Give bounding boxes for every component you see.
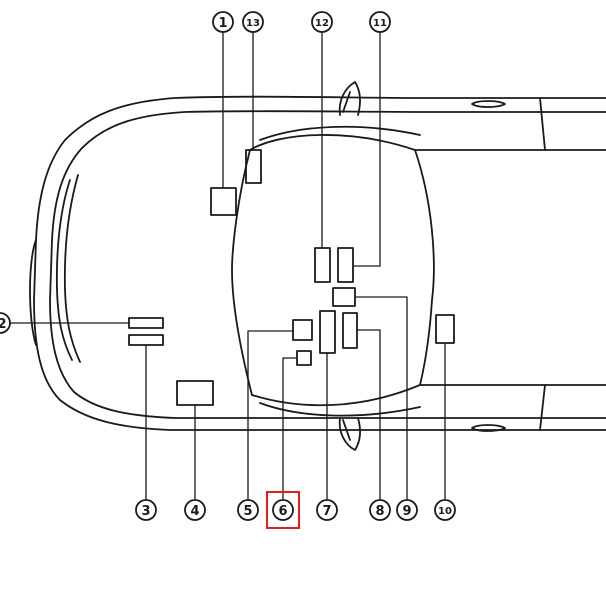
car-body-outline: [29, 95, 606, 431]
callout-11: 11: [369, 11, 391, 33]
svg-text:8: 8: [375, 504, 384, 519]
component-12: [314, 247, 331, 283]
callout-9: 9: [396, 499, 418, 521]
component-10: [435, 314, 455, 344]
callout-3: 3: [135, 499, 157, 521]
mirror-bottom: [338, 417, 362, 451]
svg-text:5: 5: [243, 504, 252, 519]
callout-4: 4: [184, 499, 206, 521]
callout-2: 2: [0, 312, 11, 334]
callout-1: 1: [212, 11, 234, 33]
svg-text:9: 9: [402, 504, 411, 519]
component-6: [296, 350, 312, 366]
component-2a: [128, 317, 164, 329]
svg-text:3: 3: [141, 504, 150, 519]
component-2b: [128, 334, 164, 346]
component-4: [176, 380, 214, 406]
component-11: [337, 247, 354, 283]
callout-8: 8: [369, 499, 391, 521]
svg-text:2: 2: [0, 317, 7, 332]
callout-10: 10: [434, 499, 456, 521]
component-1: [210, 187, 237, 216]
callout-13: 13: [242, 11, 264, 33]
callout-5: 5: [237, 499, 259, 521]
highlight-box: [266, 491, 300, 529]
svg-text:6: 6: [278, 504, 287, 519]
cabin-outline: [231, 97, 606, 432]
component-9: [332, 287, 356, 307]
svg-text:1: 1: [218, 16, 227, 31]
callout-12: 12: [311, 11, 333, 33]
mirror-top: [338, 81, 362, 116]
component-7: [319, 310, 336, 354]
callout-7: 7: [316, 499, 338, 521]
svg-text:13: 13: [246, 18, 260, 29]
leader-lines: [7, 32, 446, 500]
svg-text:11: 11: [373, 18, 387, 29]
svg-text:4: 4: [190, 504, 199, 519]
svg-text:10: 10: [438, 506, 452, 517]
svg-text:7: 7: [322, 504, 331, 519]
callout-6: 6: [266, 491, 300, 529]
component-5: [292, 319, 313, 341]
component-8: [342, 312, 358, 349]
svg-text:12: 12: [315, 18, 329, 29]
